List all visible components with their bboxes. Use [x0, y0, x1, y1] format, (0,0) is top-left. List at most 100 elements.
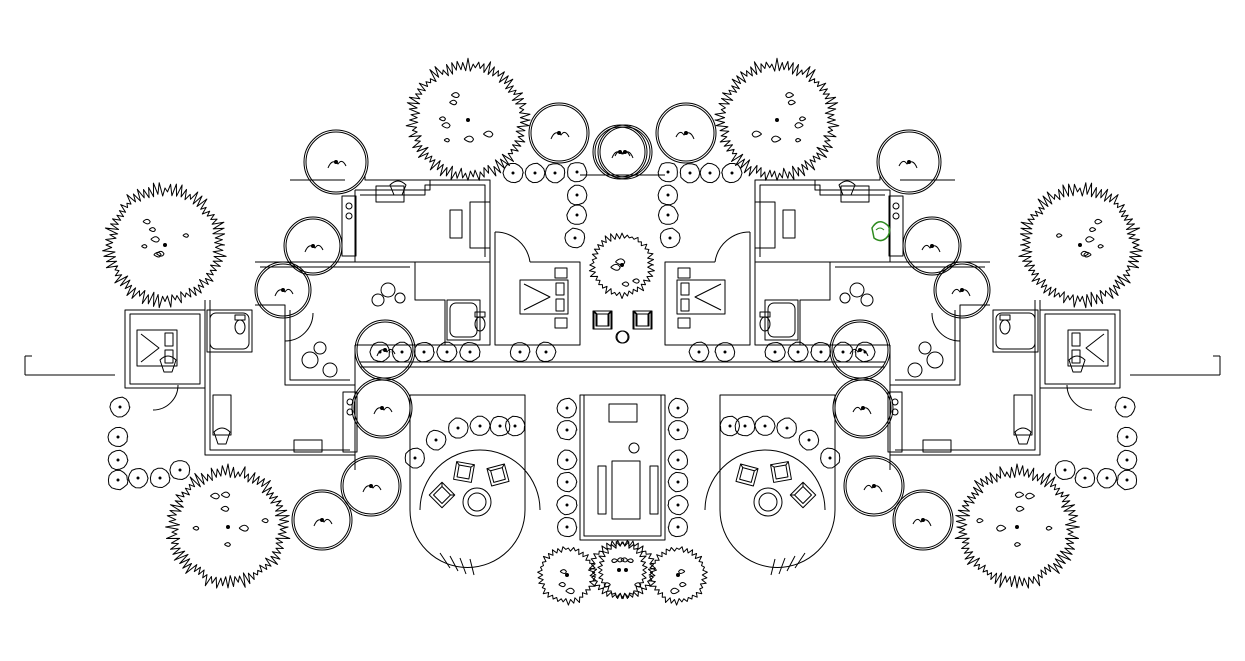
- round-tree-trunk: [921, 518, 925, 522]
- tree-trunk: [620, 263, 624, 267]
- tree-leaf: [1025, 492, 1035, 500]
- shrub: [566, 204, 588, 225]
- shrub-outline: [404, 447, 425, 469]
- bed-pillow: [1071, 332, 1081, 347]
- tree: [1018, 182, 1143, 309]
- chair-arm: [593, 310, 598, 315]
- shrub: [502, 163, 524, 184]
- shrub: [509, 342, 531, 362]
- shrub-center: [1123, 405, 1127, 409]
- kitchen-counter: [342, 391, 358, 453]
- shrub-center: [728, 424, 732, 428]
- chair-seat: [433, 486, 451, 504]
- tree: [165, 463, 291, 589]
- shrub: [369, 341, 391, 363]
- shrub-outline: [667, 420, 689, 441]
- tree-canopy: [405, 57, 531, 181]
- tree-canopy: [954, 463, 1080, 589]
- round-tree-inner: [904, 218, 960, 274]
- bathtub: [206, 309, 253, 353]
- shrub-outline: [469, 415, 491, 436]
- chair-seat: [456, 464, 472, 480]
- shrub-outline: [369, 341, 391, 363]
- door-swing: [931, 312, 961, 342]
- nightstand: [554, 317, 568, 329]
- shrub-outline: [556, 495, 578, 516]
- shrub-center: [1083, 476, 1087, 480]
- round-tree: [528, 102, 590, 164]
- shrub-center: [422, 350, 426, 354]
- bed-sheet-fold: [140, 333, 160, 363]
- bathtub-basin: [449, 302, 478, 338]
- chair-seat: [739, 467, 755, 483]
- round-tree-mark: [611, 150, 631, 159]
- round-tree-trunk: [311, 244, 315, 248]
- round-tree-inner: [657, 104, 715, 162]
- dining-table: [611, 460, 641, 520]
- wall-central-room: [255, 261, 446, 346]
- bed-pillow: [680, 282, 690, 296]
- shrub: [820, 447, 841, 469]
- stool: [371, 293, 385, 307]
- shrub: [1114, 396, 1136, 418]
- shrub-outline: [557, 517, 578, 538]
- tree-trunk: [775, 118, 779, 122]
- chair-arm: [740, 463, 744, 468]
- shrub-center: [828, 456, 832, 460]
- stool: [926, 351, 944, 369]
- tree-leaf: [463, 135, 475, 143]
- shrub: [719, 415, 740, 437]
- central-court: [579, 394, 666, 541]
- closet: [754, 201, 776, 249]
- chair-arm: [456, 461, 460, 466]
- shrub-outline: [764, 342, 786, 362]
- shrub: [414, 342, 435, 363]
- round-tree-inner: [894, 491, 952, 549]
- shrub-center: [807, 438, 811, 442]
- round-tree: [291, 489, 353, 551]
- wall-bath-north: [445, 262, 491, 346]
- counter: [341, 195, 357, 257]
- bathtub-outer: [764, 299, 799, 341]
- tree-leaf: [996, 524, 1007, 532]
- shrub-center: [513, 424, 517, 428]
- shrub-center: [118, 405, 122, 409]
- terrace-outline: [719, 394, 836, 568]
- tree-canopy: [102, 182, 227, 309]
- terrace-step: [704, 449, 826, 511]
- wall-north-balcony: [815, 175, 881, 181]
- shrub-center: [676, 406, 680, 410]
- tree-leaf: [611, 558, 618, 564]
- round-tree-mark: [373, 406, 393, 415]
- wall-west-unit: [889, 300, 1041, 470]
- round-tree-inner: [935, 263, 989, 317]
- shrub-center: [456, 426, 460, 430]
- shrub-center: [688, 171, 692, 175]
- wall-central-room: [799, 261, 990, 346]
- central-court-inner: [583, 395, 662, 537]
- shrub-center: [573, 236, 577, 240]
- stool: [839, 292, 851, 304]
- chair-frame: [593, 310, 613, 330]
- wall-living-inner: [289, 310, 350, 381]
- round-tree-trunk: [557, 131, 561, 135]
- shrub: [107, 426, 129, 447]
- chair-round: [628, 442, 640, 454]
- shrub-center: [743, 424, 747, 428]
- bed: [1067, 329, 1109, 367]
- shrub-center: [553, 171, 557, 175]
- corridor-rail: [665, 361, 885, 368]
- shrub: [557, 449, 578, 471]
- shrub-center: [565, 480, 569, 484]
- shrub: [505, 415, 526, 437]
- shrub: [721, 163, 743, 184]
- person-figure: [838, 180, 856, 196]
- chair-seat: [794, 486, 812, 504]
- tree-leaf: [627, 558, 634, 564]
- shrub-outline: [699, 162, 721, 184]
- shrub-outline: [776, 417, 797, 439]
- chair-arm: [470, 464, 475, 468]
- tree-leaf: [799, 116, 807, 122]
- tree-leaf: [192, 525, 200, 531]
- shrub: [810, 342, 831, 363]
